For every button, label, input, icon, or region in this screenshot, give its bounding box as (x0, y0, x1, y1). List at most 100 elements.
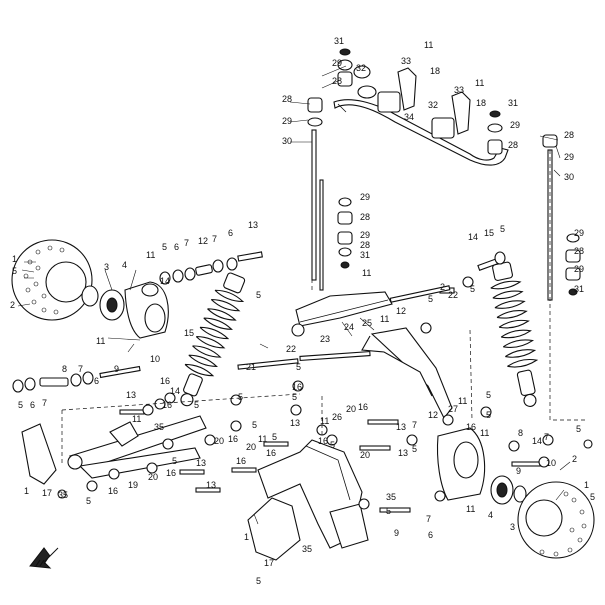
callout-11: 11 (258, 434, 267, 444)
callout-labels: 31 29 28 32 33 11 18 11 33 18 32 31 29 2… (10, 36, 595, 586)
front-direction-arrow-icon (29, 547, 59, 569)
callout-16: 16 (292, 382, 302, 392)
callout-5: 5 (272, 432, 277, 442)
callout-5: 5 (256, 290, 261, 300)
callout-21: 21 (246, 362, 256, 372)
leader-lines (17, 65, 571, 525)
callout-5: 5 (172, 456, 177, 466)
callout-8: 8 (518, 428, 523, 438)
callout-29: 29 (282, 116, 292, 126)
callout-20: 20 (246, 442, 256, 452)
callout-2: 2 (572, 454, 577, 464)
callout-11: 11 (475, 78, 484, 88)
callout-3: 3 (510, 522, 515, 532)
callout-35: 35 (386, 492, 396, 502)
callout-12: 12 (396, 306, 406, 316)
callout-9: 9 (394, 528, 399, 538)
callout-17: 17 (264, 558, 274, 568)
stabilizer-bar (333, 67, 509, 166)
callout-31: 31 (574, 284, 584, 294)
skid-plate-left (21, 423, 57, 485)
callout-29: 29 (574, 264, 584, 274)
callout-16: 16 (266, 448, 276, 458)
skid-plate-center (247, 497, 301, 561)
callout-31: 31 (360, 250, 370, 260)
callout-20: 20 (214, 436, 224, 446)
callout-7: 7 (184, 238, 189, 248)
callout-30: 30 (282, 136, 292, 146)
callout-7: 7 (544, 432, 549, 442)
hardware-right (420, 322, 593, 502)
callout-20: 20 (148, 472, 158, 482)
assembly-guide-lines (61, 132, 588, 466)
callout-17: 17 (42, 488, 52, 498)
callout-16: 16 (466, 422, 476, 432)
callout-11: 11 (480, 428, 489, 438)
callout-14: 14 (468, 232, 478, 242)
callout-5: 5 (252, 420, 257, 430)
callout-5: 5 (86, 496, 91, 506)
callout-16: 16 (166, 468, 176, 478)
callout-22: 22 (286, 344, 296, 354)
callout-18: 18 (476, 98, 486, 108)
callout-16: 16 (358, 402, 368, 412)
callout-6: 6 (228, 228, 233, 238)
callout-11: 11 (320, 416, 329, 426)
callout-30: 30 (564, 172, 574, 182)
callout-5: 5 (296, 362, 301, 372)
callout-5: 5 (194, 400, 199, 410)
callout-35: 35 (302, 544, 312, 554)
callout-6: 6 (174, 242, 179, 252)
callout-15: 15 (484, 228, 494, 238)
callout-7: 7 (426, 514, 431, 524)
callout-25: 25 (362, 318, 372, 328)
callout-1: 1 (12, 254, 17, 264)
callout-13: 13 (396, 422, 406, 432)
callout-5: 5 (330, 440, 335, 450)
callout-24: 24 (344, 322, 354, 332)
stabilizer-bushings (307, 48, 503, 155)
callout-16: 16 (236, 456, 246, 466)
callout-11: 11 (424, 40, 433, 50)
callout-10: 10 (546, 458, 556, 468)
callout-28: 28 (332, 76, 342, 86)
callout-5: 5 (12, 266, 17, 276)
center-bolts (316, 419, 418, 513)
callout-33: 33 (454, 85, 464, 95)
callout-9: 9 (114, 364, 119, 374)
callout-14: 14 (532, 436, 542, 446)
callout-5: 5 (238, 392, 243, 402)
callout-5: 5 (18, 400, 23, 410)
callout-16: 16 (318, 436, 328, 446)
wheel-hub-right (436, 427, 527, 505)
callout-5: 5 (292, 392, 297, 402)
callout-28: 28 (360, 240, 370, 250)
callout-35: 35 (58, 490, 68, 500)
callout-14: 14 (170, 386, 180, 396)
upper-a-arm (291, 285, 453, 420)
callout-31: 31 (508, 98, 518, 108)
link-bushing-stack-left (337, 197, 353, 269)
callout-16: 16 (162, 400, 172, 410)
callout-13: 13 (398, 448, 408, 458)
callout-15: 15 (184, 328, 194, 338)
brake-disc-left (11, 239, 93, 321)
callout-29: 29 (564, 152, 574, 162)
callout-5: 5 (500, 224, 505, 234)
lower-control-arm-left (67, 415, 207, 479)
callout-22: 22 (448, 290, 458, 300)
shock-absorber-left (180, 272, 246, 407)
callout-28: 28 (574, 246, 584, 256)
callout-35: 35 (154, 422, 164, 432)
lower-arm-bolts-left (12, 358, 299, 393)
callout-7: 7 (212, 234, 217, 244)
callout-28: 28 (508, 140, 518, 150)
callout-11: 11 (380, 314, 389, 324)
callout-8: 8 (62, 364, 67, 374)
callout-2: 2 (10, 300, 15, 310)
callout-12: 12 (198, 236, 208, 246)
callout-11: 11 (132, 414, 141, 424)
callout-34: 34 (404, 112, 414, 122)
callout-5: 5 (486, 410, 491, 420)
